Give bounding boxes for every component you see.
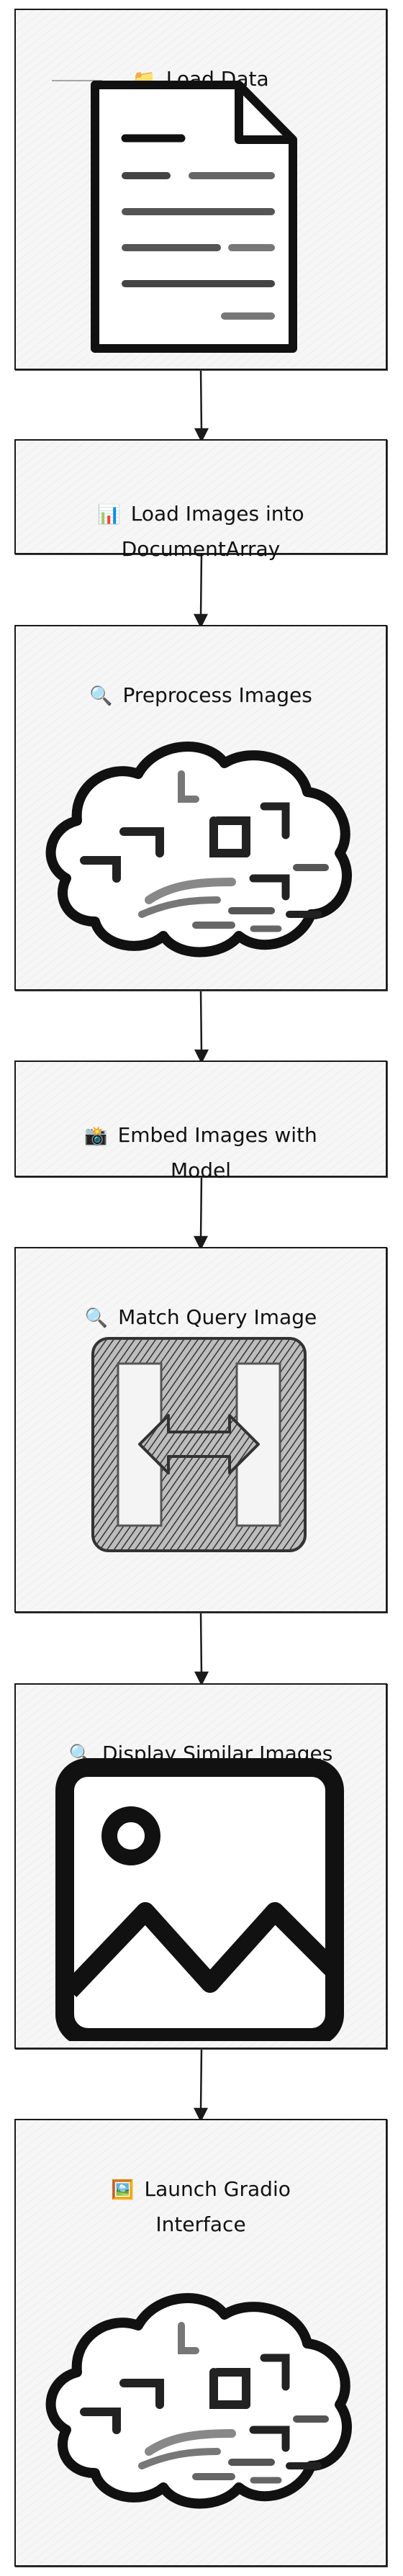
edge-3 [199, 988, 203, 1054]
step-preprocess-images[interactable]: 🔍 Preprocess Images [14, 625, 387, 991]
edge-4-arrowhead [193, 1235, 209, 1251]
document-icon [52, 80, 297, 353]
step-load-images[interactable]: 📊Load Images into DocumentArray [14, 439, 387, 561]
step-label: Launch Gradio Interface [144, 2177, 291, 2236]
step-title: 🔍 Preprocess Images [37, 644, 364, 713]
edge-5-arrowhead [194, 1671, 209, 1686]
framed-picture-emoji: 🖼️ [111, 2179, 135, 2201]
swap-arrows-icon [91, 1337, 307, 1552]
camera-emoji: 📸 [84, 1125, 108, 1147]
magnifier-emoji: 🔍 [84, 1307, 109, 1329]
edge-2 [199, 552, 203, 618]
edge-6-arrowhead [193, 2107, 209, 2122]
edge-6 [199, 2047, 203, 2112]
step-label: Embed Images with Model [117, 1123, 317, 1182]
edge-1 [199, 367, 203, 433]
edge-3-arrowhead [194, 1049, 209, 1064]
step-embed-images[interactable]: 📸 Embed Images with Model [14, 1060, 387, 1182]
step-load-data[interactable]: 📁Load Data [14, 9, 387, 370]
step-launch-gradio-interface[interactable]: 🖼️ Launch Gradio Interface [14, 2119, 387, 2567]
step-match-query-image[interactable]: 🔍 Match Query Image [14, 1247, 387, 1613]
step-label: Preprocess Images [122, 683, 312, 707]
step-title: 📊Load Images into DocumentArray [37, 462, 364, 567]
step-label: Load Images into DocumentArray [121, 502, 304, 561]
image-icon [55, 1758, 344, 2041]
step-title: 📸 Embed Images with Model [37, 1084, 364, 1188]
step-title: 🔍 Match Query Image [37, 1266, 364, 1336]
brain-icon [45, 742, 352, 958]
bar-chart-emoji: 📊 [97, 504, 121, 526]
step-label: Match Query Image [118, 1305, 317, 1329]
edge-5 [199, 1611, 203, 1676]
step-title: 🖼️ Launch Gradio Interface [37, 2138, 364, 2242]
step-display-similar-images[interactable]: 🔍Display Similar Images [14, 1683, 387, 2049]
edge-1-arrowhead [194, 428, 209, 443]
magnifier-emoji: 🔍 [89, 685, 113, 707]
edge-4 [199, 1175, 203, 1240]
brain-icon [45, 2293, 352, 2509]
edge-2-arrowhead [193, 613, 209, 629]
